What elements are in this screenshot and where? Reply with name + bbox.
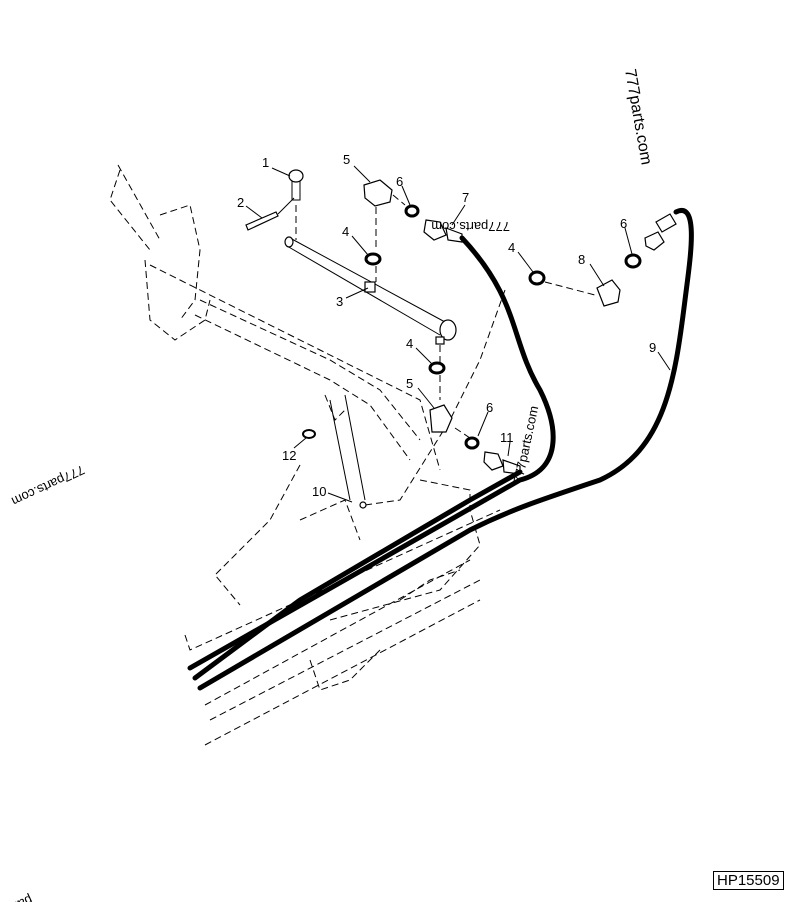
callout-9: 9 bbox=[649, 340, 656, 355]
watermark-left: 777parts.com bbox=[9, 462, 87, 509]
watermark-top-right: 777parts.com bbox=[621, 68, 655, 166]
callout-4b: 4 bbox=[508, 240, 515, 255]
bar-part bbox=[284, 236, 457, 345]
callout-6b: 6 bbox=[620, 216, 627, 231]
callout-3: 3 bbox=[336, 294, 343, 309]
watermark-corner: parts.c bbox=[0, 892, 35, 902]
upper-fittings bbox=[363, 179, 463, 282]
support-rod bbox=[329, 394, 367, 509]
callout-1: 1 bbox=[262, 155, 269, 170]
callout-2: 2 bbox=[237, 195, 244, 210]
callout-5: 5 bbox=[343, 152, 350, 167]
pin-part bbox=[288, 169, 304, 240]
callout-11: 11 bbox=[500, 430, 514, 445]
callout-4c: 4 bbox=[406, 336, 413, 351]
frame-outline bbox=[109, 164, 506, 746]
callout-labels: 1 2 3 4 5 6 7 4 6 8 9 4 5 6 11 12 10 bbox=[237, 152, 656, 499]
callout-12: 12 bbox=[282, 448, 296, 463]
cotter-pin-part bbox=[245, 197, 295, 231]
right-fittings bbox=[528, 213, 677, 307]
lower-fittings bbox=[428, 345, 521, 475]
watermark-hose: 777parts.com bbox=[431, 219, 510, 234]
callout-6c: 6 bbox=[486, 400, 493, 415]
callout-8: 8 bbox=[578, 252, 585, 267]
hydraulic-hoses bbox=[187, 208, 694, 691]
watermarks: 777parts.com 777parts.com 777parts.com 7… bbox=[0, 68, 655, 902]
figure-id-label: HP15509 bbox=[713, 871, 784, 890]
callout-5b: 5 bbox=[406, 376, 413, 391]
o-ring-loose bbox=[302, 429, 316, 439]
leader-lines bbox=[245, 165, 671, 503]
callout-4: 4 bbox=[342, 224, 349, 239]
callout-6: 6 bbox=[396, 174, 403, 189]
callout-7: 7 bbox=[462, 190, 469, 205]
callout-10: 10 bbox=[312, 484, 326, 499]
